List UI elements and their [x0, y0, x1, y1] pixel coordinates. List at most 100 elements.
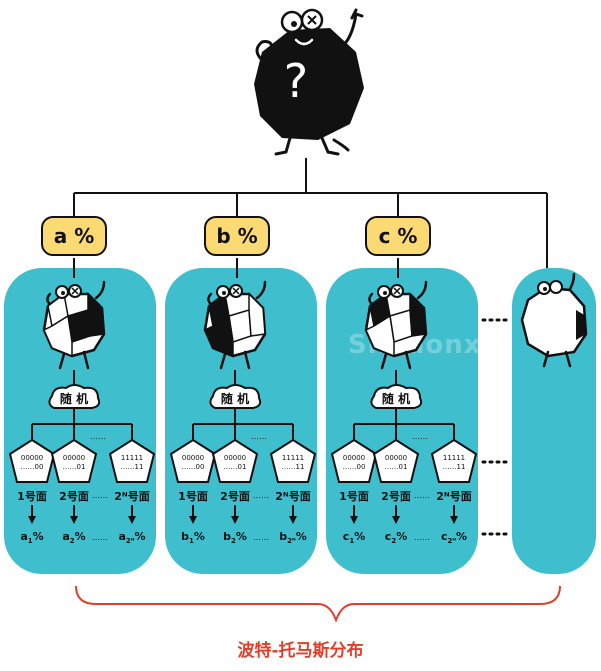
state-pentagon — [50, 438, 98, 483]
die-pupil — [61, 291, 65, 295]
bottom-brace — [75, 585, 561, 623]
die-legs — [380, 350, 412, 370]
state-label-line: ……00 — [181, 463, 205, 471]
output-prob-label: c2ᴺ% — [440, 530, 468, 546]
output-prob-label: c1% — [342, 530, 366, 546]
state-label: 00000……00 — [334, 454, 374, 472]
ellipsis: …… — [253, 533, 269, 542]
die-eye-x — [393, 287, 401, 295]
die-facet — [248, 292, 266, 337]
state-label-line: ……00 — [342, 463, 366, 471]
output-prob-label: a1% — [20, 530, 44, 546]
ellipsis: …… — [412, 432, 428, 441]
state-pentagon — [211, 438, 259, 483]
state-pentagon — [8, 438, 56, 483]
output-arrow-head — [350, 516, 358, 524]
state-label: 00000……00 — [173, 454, 213, 472]
slot-label: 1号面 — [339, 490, 369, 503]
prob-box-c: c % — [365, 216, 431, 256]
state-label: 00000……01 — [215, 454, 255, 472]
question-mark: ? — [283, 54, 309, 108]
slot-label: 1号面 — [17, 490, 47, 503]
slot-label: 2号面 — [59, 490, 89, 503]
state-pentagon — [372, 438, 420, 483]
dotted-separators — [481, 318, 512, 536]
state-label: 11111……11 — [112, 454, 152, 472]
slot-label: 2ᴺ号面 — [275, 490, 311, 503]
state-label-line: ……11 — [442, 463, 466, 471]
state-pentagon — [330, 438, 378, 483]
ellipsis: …… — [92, 491, 108, 500]
slot-label: 1号面 — [178, 490, 208, 503]
slot-label: 2ᴺ号面 — [436, 490, 472, 503]
prob-box-a: a % — [41, 216, 107, 256]
state-label-line: ……00 — [20, 463, 44, 471]
ellipsis: …… — [90, 432, 106, 441]
state-label-line: 00000 — [62, 454, 86, 462]
ellipsis: …… — [414, 533, 430, 542]
output-arrow-head — [450, 516, 458, 524]
state-pentagon — [269, 438, 317, 483]
output-prob-label: a2% — [62, 530, 86, 546]
die-pupil — [383, 291, 387, 295]
random-label: 随 机 — [381, 392, 411, 406]
random-label: 随 机 — [220, 392, 250, 406]
output-arrow-head — [70, 516, 78, 524]
random-cloud — [48, 384, 101, 409]
die-legs — [219, 350, 251, 370]
state-label-line: 11111 — [120, 454, 144, 462]
state-label-line: ……01 — [384, 463, 408, 471]
ellipsis: …… — [253, 491, 269, 500]
state-pentagon — [169, 438, 217, 483]
ellipsis: …… — [92, 533, 108, 542]
die-eye-x — [71, 287, 79, 295]
die-arm — [255, 280, 267, 300]
output-prob-label: a2ᴺ% — [118, 530, 146, 546]
state-label-line: 00000 — [384, 454, 408, 462]
random-cloud — [370, 384, 423, 409]
state-label-line: 11111 — [442, 454, 466, 462]
die-pupil — [222, 291, 226, 295]
random-cloud — [209, 384, 262, 409]
die-arm — [416, 280, 428, 300]
state-pentagon — [108, 438, 156, 483]
random-label: 随 机 — [59, 392, 89, 406]
slot-label: 2ᴺ号面 — [114, 490, 150, 503]
output-prob-label: b2% — [223, 530, 247, 546]
state-label-line: 00000 — [342, 454, 366, 462]
output-arrow-head — [231, 516, 239, 524]
output-arrow-head — [128, 516, 136, 524]
die-facet — [365, 314, 395, 358]
slot-label: 2号面 — [220, 490, 250, 503]
slot-label: 2号面 — [381, 490, 411, 503]
output-arrow-head — [392, 516, 400, 524]
ellipsis: …… — [414, 491, 430, 500]
die-legs — [58, 350, 90, 370]
output-arrow-head — [28, 516, 36, 524]
die-eye-x — [232, 287, 240, 295]
state-label: 00000……01 — [376, 454, 416, 472]
state-label: 00000……00 — [12, 454, 52, 472]
ellipsis: …… — [251, 432, 267, 441]
die-facet — [87, 292, 105, 337]
prob-box-b: b % — [204, 216, 270, 256]
output-prob-label: c2% — [384, 530, 408, 546]
output-prob-label: b2ᴺ% — [279, 530, 307, 546]
die-arm — [94, 280, 106, 300]
state-label-line: 00000 — [181, 454, 205, 462]
die-facet — [204, 314, 234, 358]
state-label-line: 11111 — [281, 454, 305, 462]
state-label-line: ……01 — [62, 463, 86, 471]
output-arrow-head — [189, 516, 197, 524]
state-label-line: 00000 — [20, 454, 44, 462]
state-label: 11111……11 — [273, 454, 313, 472]
state-label: 00000……01 — [54, 454, 94, 472]
state-label-line: ……01 — [223, 463, 247, 471]
